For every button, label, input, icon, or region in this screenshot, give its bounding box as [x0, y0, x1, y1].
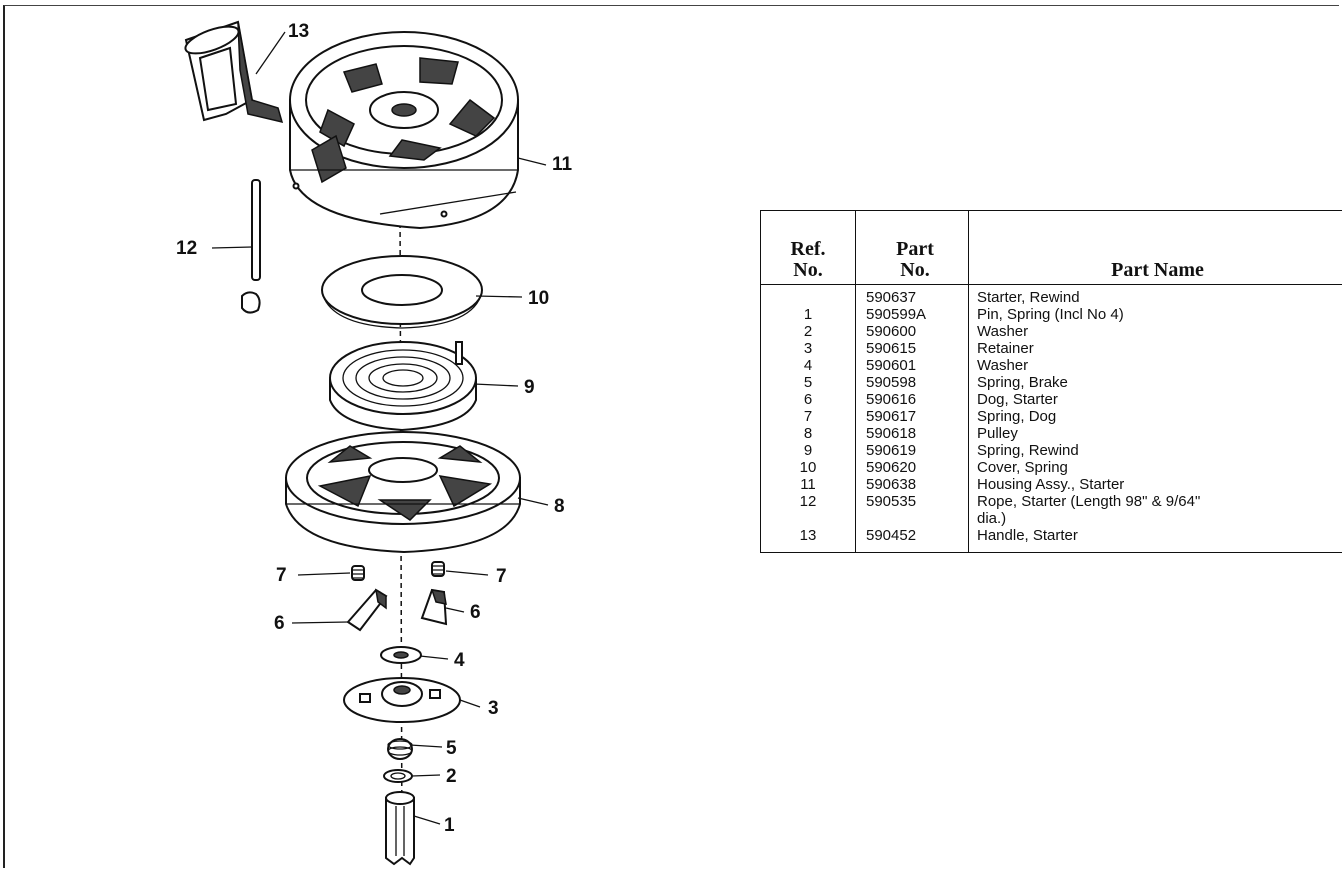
part-number-cell: 590620	[855, 459, 969, 476]
part-spring-pin-1	[385, 791, 415, 866]
leader-lines	[211, 31, 549, 825]
part-brake-spring-5	[387, 738, 413, 760]
ref-cell: 6	[760, 391, 856, 408]
part-rope-12	[241, 179, 261, 314]
ref-cell: 13	[760, 527, 856, 553]
part-number-cell	[855, 510, 969, 527]
part-name-cell: Handle, Starter	[977, 527, 1078, 544]
callout-8: 8	[554, 496, 565, 517]
part-number-cell: 590598	[855, 374, 969, 391]
part-name-cell: Retainer	[977, 340, 1034, 357]
ref-cell: 8	[760, 425, 856, 442]
ref-cell: 3	[760, 340, 856, 357]
ref-cell: 2	[760, 323, 856, 340]
part-washer-2	[383, 769, 413, 783]
parts-table-row: dia.)	[760, 510, 1342, 527]
ref-cell: 10	[760, 459, 856, 476]
parts-table-header: Ref. No. Part No. Part Name	[760, 210, 1342, 285]
part-rewind-spring-9	[329, 341, 477, 432]
callout-4: 4	[454, 650, 465, 671]
part-number-cell: 590452	[855, 527, 969, 553]
callout-2: 2	[446, 766, 457, 787]
part-washer-4	[380, 646, 422, 664]
callout-10: 10	[528, 288, 549, 309]
part-name-cell: Housing Assy., Starter	[977, 476, 1125, 493]
part-name-cell: Washer	[977, 323, 1029, 340]
part-number-cell: 590617	[855, 408, 969, 425]
callout-13: 13	[288, 21, 309, 42]
callout-12: 12	[176, 238, 197, 259]
part-name-cell: Dog, Starter	[977, 391, 1058, 408]
part-name-cell: Pulley	[977, 425, 1018, 442]
callout-1: 1	[444, 815, 455, 836]
part-number-cell: 590599A	[855, 306, 969, 323]
part-number-cell: 590616	[855, 391, 969, 408]
part-handle-13	[184, 20, 284, 124]
part-name-cell: Spring, Brake	[977, 374, 1068, 391]
ref-cell: 1	[760, 306, 856, 323]
parts-list-table: Ref. No. Part No. Part Name 590637 Starte…	[760, 210, 1342, 553]
part-number-cell: 590601	[855, 357, 969, 374]
part-number-cell: 590618	[855, 425, 969, 442]
exploded-view-diagram: 13 11 12 10 9 8 7 7 6 6 4 3 5 2 1	[176, 20, 573, 866]
callout-3: 3	[488, 698, 499, 719]
part-name-cell: Starter, Rewind	[977, 289, 1080, 306]
part-cover-10	[321, 255, 483, 329]
part-starter-dogs-6	[346, 588, 448, 632]
callout-9: 9	[524, 377, 535, 398]
part-name-cell: Cover, Spring	[977, 459, 1068, 476]
page-frame	[3, 5, 1339, 868]
ref-cell	[760, 510, 856, 527]
part-housing-11	[289, 31, 519, 230]
part-name-cell: Spring, Dog	[977, 408, 1057, 425]
part-number-cell: 590619	[855, 442, 969, 459]
part-name-cell: Pin, Spring (Incl No 4)	[977, 306, 1124, 323]
part-dog-springs-7	[351, 561, 445, 581]
part-name-cell: Spring, Rewind	[977, 442, 1079, 459]
callout-6-right: 6	[470, 602, 481, 623]
ref-cell: 11	[760, 476, 856, 493]
ref-cell: 5	[760, 374, 856, 391]
header-part-name: Part Name	[968, 210, 1342, 285]
ref-cell: 7	[760, 408, 856, 425]
callout-6-left: 6	[274, 613, 285, 634]
part-number-cell: 590535	[855, 493, 969, 510]
part-number-cell: 590600	[855, 323, 969, 340]
part-retainer-3	[343, 677, 461, 723]
part-name-cell: Rope, Starter (Length 98" & 9/64"	[977, 493, 1201, 510]
callout-7-left: 7	[276, 565, 287, 586]
header-part-no: Part No.	[855, 210, 969, 285]
part-pulley-8	[285, 431, 521, 554]
ref-cell: 4	[760, 357, 856, 374]
header-ref-no: Ref. No.	[760, 210, 856, 285]
parts-table-row: 590637 Starter, Rewind	[760, 284, 1342, 306]
callout-11: 11	[552, 154, 573, 175]
part-number-cell: 590638	[855, 476, 969, 493]
ref-cell: 9	[760, 442, 856, 459]
ref-cell: 12	[760, 493, 856, 510]
part-number-cell: 590615	[855, 340, 969, 357]
part-name-cell: Washer	[977, 357, 1029, 374]
part-name-cell: dia.)	[977, 510, 1007, 527]
callout-7-right: 7	[496, 566, 507, 587]
callout-5: 5	[446, 738, 457, 759]
part-number-cell: 590637	[855, 284, 969, 306]
ref-cell	[760, 284, 856, 306]
